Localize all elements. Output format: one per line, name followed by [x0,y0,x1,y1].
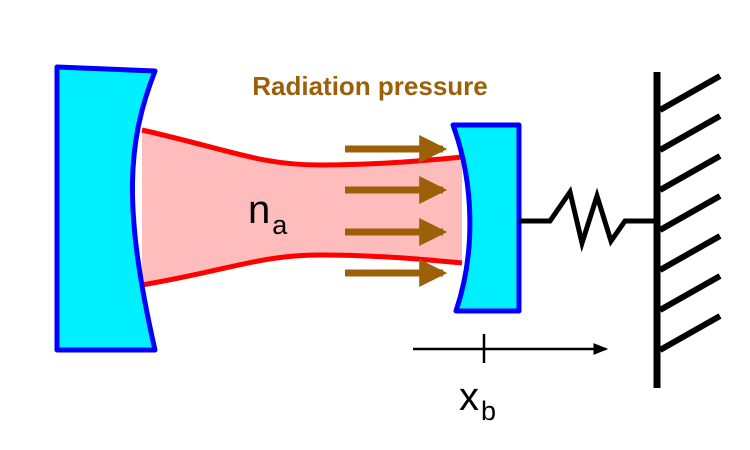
spring-icon [519,185,657,253]
fixed-mirror [54,64,158,353]
cavity-beam [142,130,462,285]
displacement-symbol: x [459,375,479,419]
movable-mirror [450,122,522,314]
displacement-subscript: b [481,396,496,426]
cavity-mode-symbol: n [248,188,270,232]
radiation-pressure-label: Radiation pressure [252,71,488,101]
cavity-mode-label: na [248,188,288,240]
cavity-mode-subscript: a [272,210,288,240]
radiation-pressure-arrows [345,135,448,287]
displacement-label: xb [459,375,496,426]
hatched-wall-icon [653,72,722,388]
